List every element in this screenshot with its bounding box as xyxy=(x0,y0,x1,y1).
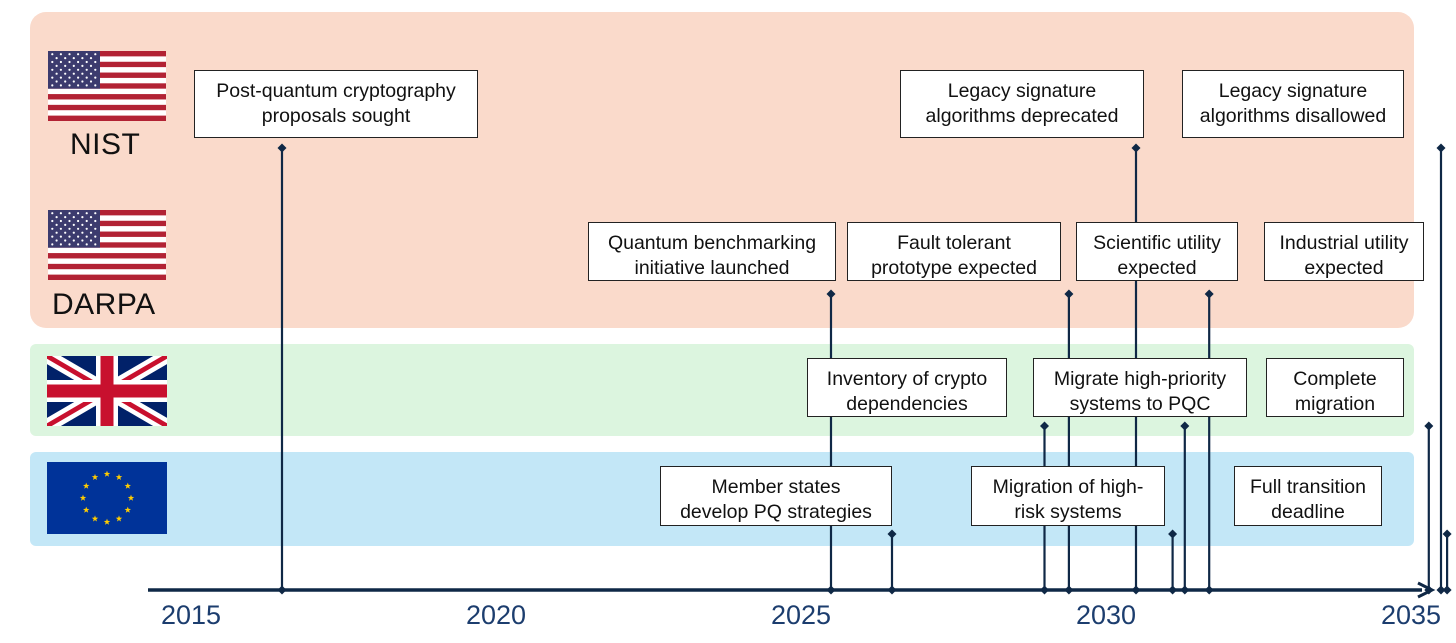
event-text: expected xyxy=(1117,257,1197,279)
event-marker-benchmarking xyxy=(826,289,836,299)
axis-arrow xyxy=(1417,581,1436,599)
event-marker-full-transition xyxy=(1442,529,1452,539)
event-text: risk systems xyxy=(1014,501,1122,523)
year-label-2025: 2025 xyxy=(770,600,832,630)
event-text: Full transition xyxy=(1250,476,1366,498)
eu-flag-icon xyxy=(47,462,167,534)
event-box-industrial-utility: Industrial utility expected xyxy=(1264,222,1424,281)
event-text: Member states xyxy=(711,476,841,498)
timeline-axis xyxy=(148,581,1436,599)
year-label-2030: 2030 xyxy=(1075,600,1137,630)
nist-label: NIST xyxy=(70,128,141,161)
event-marker-migrate-high-priority xyxy=(1180,421,1190,431)
axis-marker-legacy-disallowed xyxy=(1436,585,1446,595)
event-marker-inventory xyxy=(1040,421,1049,431)
event-marker-pqc-proposals xyxy=(277,143,287,153)
year-label-2035: 2035 xyxy=(1380,600,1442,630)
event-text: develop PQ strategies xyxy=(680,501,872,523)
year-label-2020: 2020 xyxy=(465,600,527,630)
usa-flag-icon xyxy=(48,210,166,280)
event-box-pqc-proposals: Post-quantum cryptography proposals sough… xyxy=(194,70,478,138)
event-marker-complete-migration xyxy=(1424,421,1434,431)
event-box-full-transition: Full transition deadline xyxy=(1234,466,1382,526)
event-text: algorithms disallowed xyxy=(1199,105,1387,127)
event-text: Industrial utility xyxy=(1279,232,1409,254)
event-marker-scientific-utility xyxy=(1204,289,1214,299)
connector-lines xyxy=(277,143,1452,595)
usa-flag-icon xyxy=(48,51,166,121)
darpa-label: DARPA xyxy=(52,288,156,321)
event-box-migration-high-risk: Migration of high-risk systems xyxy=(971,466,1165,526)
event-text: Legacy signature xyxy=(1218,80,1368,102)
event-box-inventory: Inventory of crypto dependencies xyxy=(807,358,1007,417)
event-box-scientific-utility: Scientific utility expected xyxy=(1076,222,1238,281)
event-box-fault-tolerant: Fault tolerant prototype expected xyxy=(847,222,1061,281)
event-box-legacy-disallowed: Legacy signature algorithms disallowed xyxy=(1182,70,1404,138)
event-box-member-states: Member states develop PQ strategies xyxy=(660,466,892,526)
event-text: Migration of high- xyxy=(992,476,1144,498)
event-text: dependencies xyxy=(846,393,968,415)
event-marker-fault-tolerant xyxy=(1064,289,1074,299)
event-box-benchmarking: Quantum benchmarking initiative launched xyxy=(588,222,836,281)
event-text: expected xyxy=(1304,257,1384,279)
event-marker-legacy-deprecated xyxy=(1131,143,1141,153)
event-text: Scientific utility xyxy=(1093,232,1221,254)
event-marker-migration-high-risk xyxy=(1168,529,1178,539)
event-text: Legacy signature xyxy=(947,80,1097,102)
event-text: prototype expected xyxy=(871,257,1037,279)
event-text: Fault tolerant xyxy=(897,232,1011,254)
event-text: proposals sought xyxy=(261,105,411,127)
event-text: algorithms deprecated xyxy=(925,105,1119,127)
event-box-legacy-deprecated: Legacy signature algorithms deprecated xyxy=(900,70,1144,138)
event-box-complete-migration: Complete migration xyxy=(1266,358,1404,417)
event-text: Post-quantum cryptography xyxy=(216,80,456,102)
event-marker-legacy-disallowed xyxy=(1436,143,1446,153)
usa-stripes xyxy=(48,51,166,121)
event-text: Complete xyxy=(1293,368,1377,390)
year-label-2015: 2015 xyxy=(160,600,222,630)
event-text: Quantum benchmarking xyxy=(607,232,817,254)
event-text: migration xyxy=(1294,393,1376,415)
event-text: deadline xyxy=(1271,501,1345,523)
event-text: Migrate high-priority xyxy=(1053,368,1227,390)
uk-flag-icon xyxy=(47,356,167,426)
event-box-migrate-high-priority: Migrate high-priority systems to PQC xyxy=(1033,358,1247,417)
event-text: Inventory of crypto xyxy=(826,368,988,390)
axis-marker-full-transition xyxy=(1442,585,1452,595)
event-text: initiative launched xyxy=(634,257,790,279)
event-marker-member-states xyxy=(887,529,897,539)
event-text: systems to PQC xyxy=(1069,393,1211,415)
usa-stripes xyxy=(48,210,166,280)
